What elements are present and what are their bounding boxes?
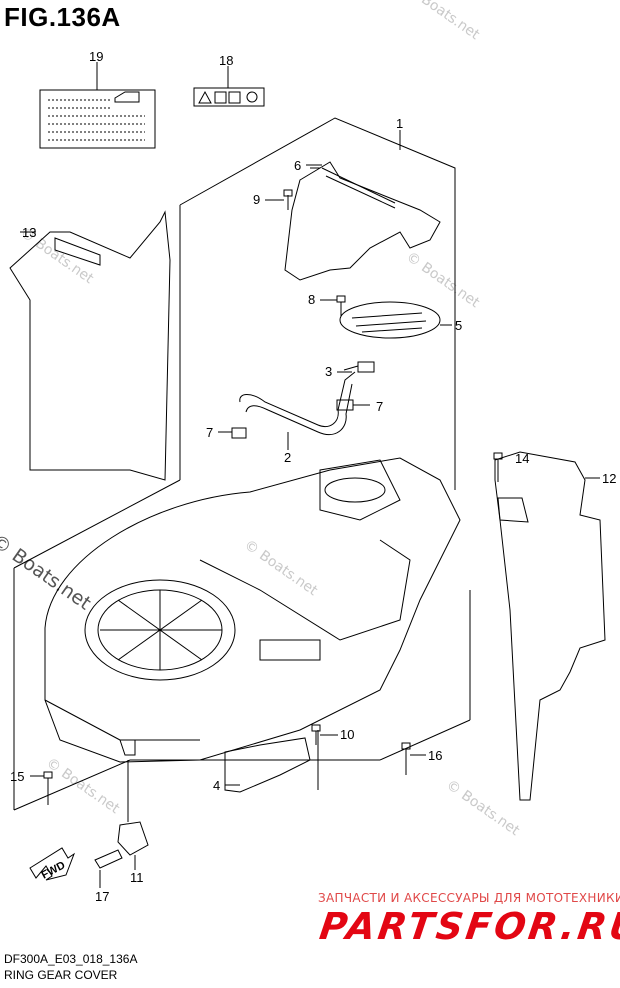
fitting-3 [357, 361, 375, 373]
bracket-6 [284, 161, 441, 281]
callout-5: 5 [455, 318, 462, 333]
cover-12 [494, 451, 606, 801]
warning-label-18 [193, 87, 265, 107]
oil-can-icon [114, 91, 140, 103]
diagram-code: DF300A_E03_018_136A [4, 952, 138, 966]
clip-11 [117, 821, 149, 856]
callout-2: 2 [284, 450, 291, 465]
figure-title: FIG.136A [4, 2, 121, 32]
callout-9: 9 [253, 192, 260, 207]
hose-2 [239, 371, 356, 427]
callout-19: 19 [89, 49, 103, 64]
assembly-frame-1 [179, 117, 456, 490]
callout-15: 15 [10, 769, 24, 784]
callout-17: 17 [95, 889, 109, 904]
bolt-8 [336, 295, 346, 303]
label-card-19 [39, 89, 156, 149]
callout-14: 14 [515, 451, 529, 466]
bolt-15 [43, 771, 53, 779]
callout-16: 16 [428, 748, 442, 763]
diagram-caption: RING GEAR COVER [4, 968, 118, 982]
fwd-arrow-icon [29, 847, 76, 881]
callout-7a: 7 [376, 399, 383, 414]
ring-gear-cover-main [44, 457, 461, 763]
callout-13: 13 [22, 225, 36, 240]
bolt-17 [94, 849, 123, 869]
bolt-10 [311, 724, 321, 732]
flywheel-opening [84, 579, 236, 681]
callout-11: 11 [130, 870, 144, 885]
clamp-7-right [336, 399, 354, 411]
callout-10: 10 [340, 727, 354, 742]
callout-1: 1 [396, 116, 403, 131]
screen-5 [339, 301, 441, 339]
clamp-7-left [231, 427, 247, 439]
callout-6: 6 [294, 158, 301, 173]
callout-7b: 7 [206, 425, 213, 440]
callout-12: 12 [602, 471, 616, 486]
warning-triangle-icon [198, 90, 212, 104]
callout-18: 18 [219, 53, 233, 68]
store-tagline: ЗАПЧАСТИ И АКСЕССУАРЫ ДЛЯ МОТОТЕХНИКИ [318, 891, 620, 905]
store-logo: PARTSFOR.RU [316, 905, 620, 948]
arrows-icon [228, 91, 241, 104]
callout-4: 4 [213, 778, 220, 793]
callout-3: 3 [325, 364, 332, 379]
manual-icon [214, 91, 227, 104]
ring-icon [246, 91, 258, 103]
cover-13 [9, 210, 171, 481]
callout-8: 8 [308, 292, 315, 307]
bracket-4 [224, 737, 311, 793]
